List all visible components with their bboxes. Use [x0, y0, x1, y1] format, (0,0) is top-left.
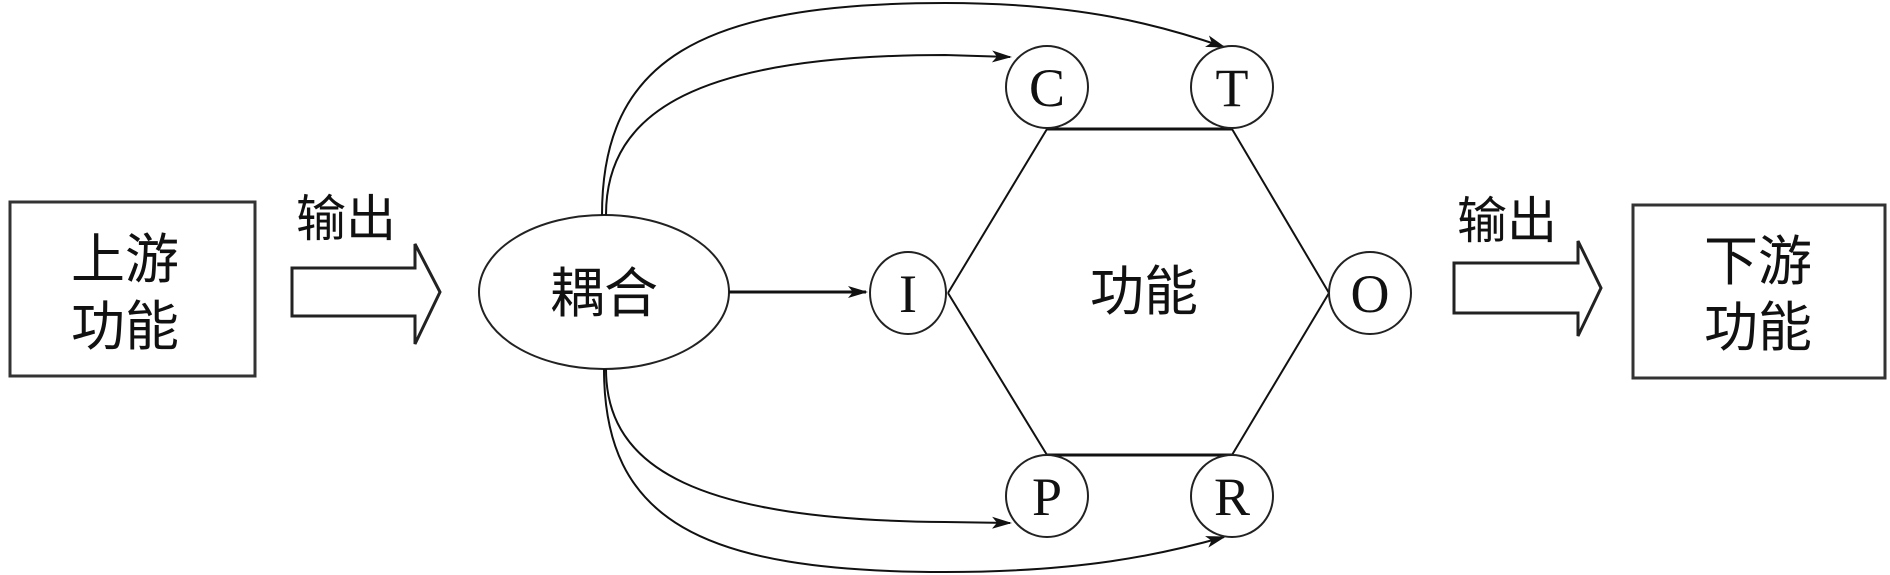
coupling-to-P-curve	[605, 368, 1012, 529]
downstream-label-line2: 功能	[1704, 296, 1812, 359]
node-T: T	[1190, 45, 1274, 129]
output-arrow-right	[1452, 240, 1603, 337]
upstream-label-line1: 上游	[71, 228, 179, 291]
upstream-label-line2: 功能	[71, 295, 179, 358]
node-R: R	[1190, 454, 1274, 538]
coupling-ellipse: 耦合	[478, 214, 730, 370]
coupling-to-C-curve	[605, 50, 1012, 216]
node-R-label: R	[1214, 467, 1250, 527]
coupling-to-T-curve	[601, 1, 1226, 216]
node-O: O	[1328, 251, 1412, 335]
upstream-function-box: 上游 功能	[8, 200, 257, 378]
node-C: C	[1005, 45, 1089, 129]
output-arrow-left	[290, 243, 442, 345]
coupling-to-R-curve	[603, 368, 1226, 574]
node-O-label: O	[1351, 264, 1390, 324]
node-P-label: P	[1032, 467, 1062, 527]
node-P: P	[1005, 454, 1089, 538]
node-I: I	[869, 251, 947, 335]
function-label: 功能	[1090, 260, 1198, 323]
node-T-label: T	[1216, 58, 1249, 118]
node-I-label: I	[899, 264, 917, 324]
output-label-left: 输出	[296, 190, 396, 248]
downstream-label-line1: 下游	[1704, 230, 1812, 293]
function-hexagon	[947, 127, 1330, 457]
output-label-right: 输出	[1457, 192, 1557, 250]
downstream-function-box: 下游 功能	[1631, 203, 1887, 380]
coupling-label: 耦合	[550, 262, 658, 325]
node-C-label: C	[1029, 58, 1065, 118]
